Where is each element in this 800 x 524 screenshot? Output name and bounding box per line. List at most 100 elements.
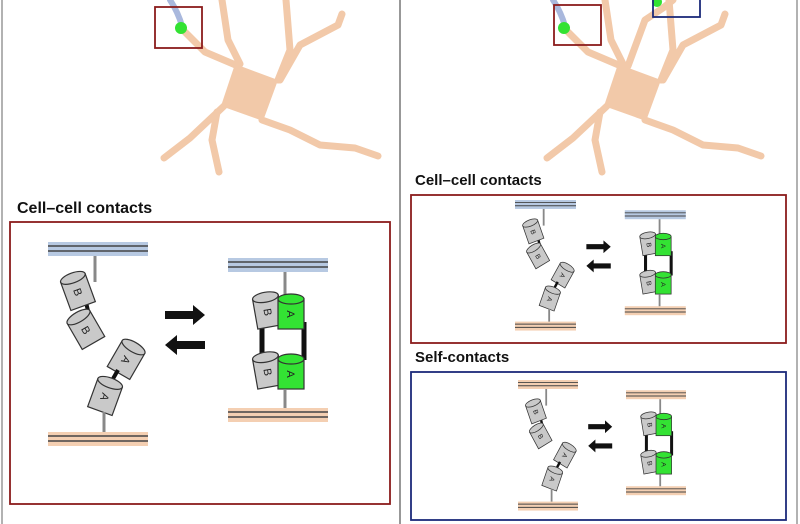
- right-cell-cell-title: Cell–cell contacts: [415, 172, 542, 189]
- top-membrane: [228, 258, 328, 272]
- cylinder-top: [639, 269, 656, 278]
- cylinder-a: A: [550, 261, 575, 289]
- dendrite: [208, 108, 223, 176]
- top-membrane: [515, 200, 576, 209]
- left-cell-cell-box: [9, 221, 391, 505]
- bottom-membrane: [48, 432, 148, 446]
- bottom-membrane: [624, 306, 686, 316]
- cylinder-label: B: [531, 409, 539, 416]
- cylinder-top: [526, 242, 542, 254]
- cylinder-label: A: [284, 370, 296, 378]
- cylinder-a: A: [277, 293, 305, 330]
- bottom-membrane: [626, 486, 686, 496]
- neuron: [160, 0, 382, 176]
- reverse-arrow: [586, 259, 611, 273]
- cylinder-label: A: [545, 295, 553, 302]
- top-membrane: [48, 242, 148, 256]
- cylinder-top: [654, 232, 672, 241]
- cylinder-b: B: [526, 242, 551, 270]
- synapse-spot: [558, 22, 570, 34]
- right-cell-cell-scene: B B A A B A B A: [515, 200, 686, 331]
- cylinder-top: [545, 285, 561, 295]
- cylinder-top: [277, 353, 305, 365]
- cylinder-a: A: [655, 412, 672, 437]
- cylinder-top: [529, 422, 544, 434]
- synapse-spot: [175, 22, 187, 34]
- cylinder-a: A: [655, 451, 672, 475]
- dendrite: [218, 0, 244, 68]
- bottom-membrane: [515, 321, 576, 331]
- cylinder-a: A: [553, 441, 577, 469]
- cylinder-label: A: [659, 244, 666, 249]
- cylinder-top: [640, 411, 657, 420]
- cylinder-label: B: [528, 229, 536, 236]
- cylinder-a: A: [538, 285, 561, 312]
- top-membrane: [518, 380, 578, 389]
- cylinder-b: B: [639, 231, 660, 257]
- cylinder-top: [277, 293, 305, 305]
- dendrite: [181, 28, 242, 70]
- cylinder-b: B: [66, 308, 106, 351]
- cylinder-label: B: [645, 422, 653, 428]
- cylinder-label: A: [659, 462, 666, 467]
- cylinder-top: [639, 231, 656, 240]
- cylinder-label: A: [284, 310, 296, 318]
- cylinder-label: A: [557, 271, 565, 279]
- reverse-arrow: [165, 335, 205, 355]
- cylinder-label: B: [70, 287, 84, 298]
- cylinder-top: [559, 261, 575, 273]
- dendrite: [659, 10, 729, 84]
- cylinder-label: B: [260, 308, 273, 317]
- forward-arrow: [165, 305, 205, 325]
- dendrite: [258, 116, 382, 160]
- neuron: [543, 0, 765, 176]
- cylinder-top: [251, 291, 279, 304]
- cylinder-top: [522, 218, 539, 228]
- dendrite: [591, 108, 606, 176]
- cylinder-top: [59, 270, 86, 285]
- cylinder-label: B: [644, 242, 652, 248]
- cylinder-b: B: [251, 351, 285, 390]
- bottom-membrane: [228, 408, 328, 422]
- bottom-membrane: [518, 501, 578, 511]
- cylinder-a: A: [654, 271, 672, 295]
- cylinder-top: [97, 375, 124, 390]
- dendrite: [601, 0, 627, 68]
- cylinder-a: A: [277, 353, 305, 390]
- right-cell-cell-box: [410, 194, 787, 344]
- cylinder-a: A: [654, 232, 672, 257]
- right-zoom-box-cell-cell: [553, 4, 602, 46]
- synapse-spot: [652, 0, 662, 7]
- cylinder-a: A: [106, 338, 146, 381]
- cylinder-label: B: [533, 253, 541, 261]
- cylinder-top: [121, 338, 146, 356]
- dendrite: [641, 116, 765, 160]
- cylinder-b: B: [529, 422, 553, 450]
- top-membrane: [626, 390, 686, 400]
- self-contacts-box: [410, 371, 787, 521]
- cylinder-label: B: [644, 280, 652, 286]
- cylinder-label: A: [659, 282, 666, 287]
- cylinder-label: B: [645, 460, 653, 466]
- cylinder-top: [251, 351, 279, 364]
- cylinder-top: [640, 449, 657, 458]
- cylinder-top: [654, 271, 672, 279]
- cylinder-label: A: [560, 451, 568, 459]
- cell-body: [604, 64, 661, 121]
- cylinder-top: [66, 308, 91, 326]
- forward-arrow: [588, 420, 613, 434]
- right-zoom-box-self: [652, 0, 701, 18]
- cylinder-a: A: [86, 375, 124, 417]
- cylinder-top: [525, 398, 541, 408]
- reverse-arrow: [588, 439, 613, 453]
- cylinder-b: B: [251, 291, 285, 330]
- cylinder-b: B: [640, 449, 660, 475]
- cylinder-top: [547, 465, 564, 475]
- cylinder-label: A: [659, 424, 666, 429]
- left-zoom-box: [154, 6, 203, 49]
- cylinder-label: B: [260, 368, 273, 377]
- dendrite: [276, 10, 346, 84]
